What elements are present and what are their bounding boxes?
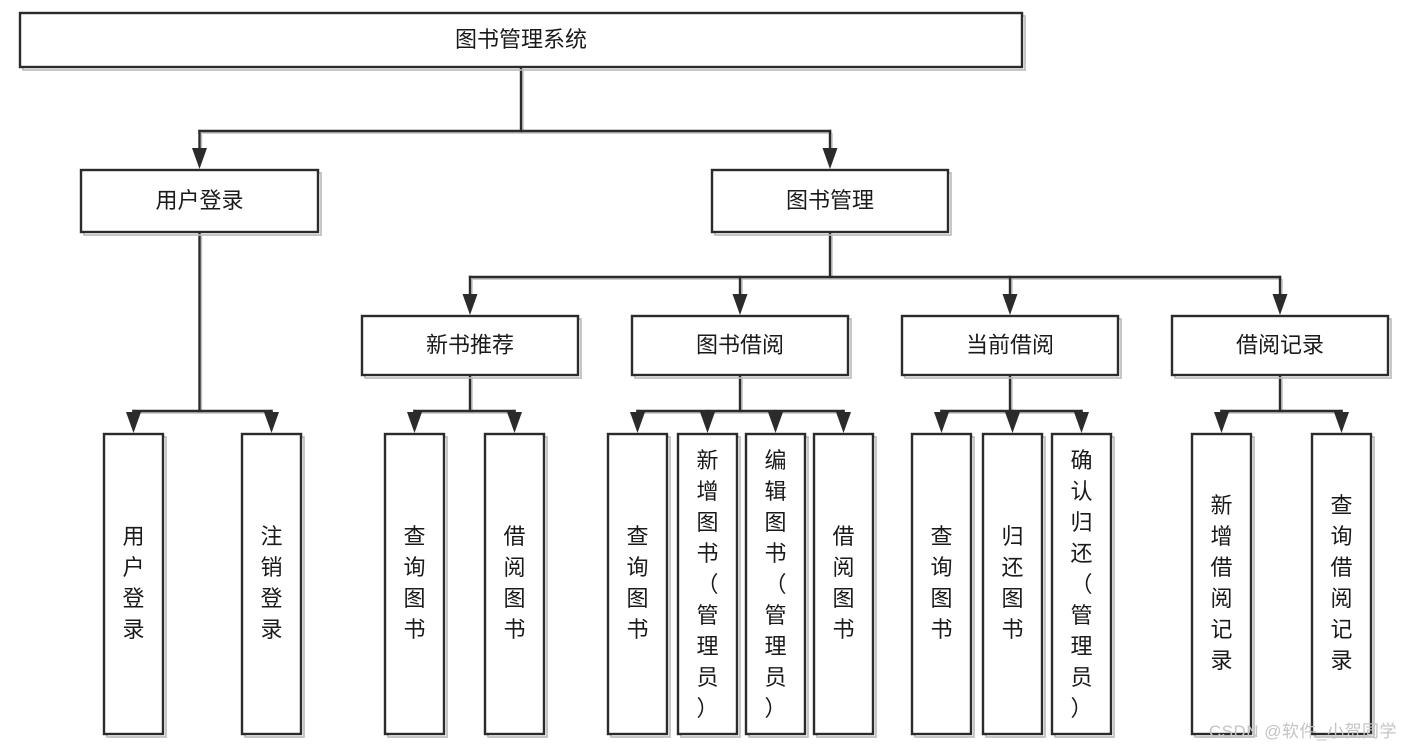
node-level3-1[interactable]: 图书借阅 [630, 314, 852, 379]
node-layer: 图书管理系统用户登录图书管理新书推荐图书借阅当前借阅借阅记录用户登录注销登录查询… [18, 11, 1392, 738]
node-leaf-6-label: 编辑图书（管理员） [764, 448, 786, 721]
edge-layer [126, 65, 1349, 433]
node-leaf-3-box[interactable] [483, 432, 546, 736]
node-level3-1-label: 图书借阅 [696, 332, 784, 357]
node-leaf-5[interactable]: 新增图书（管理员） [676, 432, 741, 738]
node-leaf-10-box[interactable] [1050, 432, 1113, 736]
arrow-l3-1-to-0 [630, 412, 645, 433]
node-leaf-12-box[interactable] [1310, 432, 1373, 736]
node-leaf-12-label: 查询借阅记录 [1330, 493, 1352, 673]
node-root-label: 图书管理系统 [455, 27, 587, 52]
node-level2-1-label: 图书管理 [786, 188, 874, 213]
arrow-l3-3-to-1 [1334, 412, 1349, 433]
node-leaf-9[interactable]: 归还图书 [981, 432, 1046, 738]
node-leaf-1-label: 注销登录 [260, 524, 282, 642]
node-leaf-5-label: 新增图书（管理员） [696, 448, 718, 721]
node-leaf-7[interactable]: 借阅图书 [812, 432, 877, 738]
node-level3-3[interactable]: 借阅记录 [1170, 314, 1392, 379]
node-leaf-1[interactable]: 注销登录 [240, 432, 305, 738]
node-leaf-1-box[interactable] [240, 432, 303, 736]
node-leaf-2-label: 查询图书 [403, 524, 425, 642]
node-leaf-11-box[interactable] [1190, 432, 1253, 736]
arrow-mgr-to-3 [1272, 294, 1288, 315]
node-leaf-11[interactable]: 新增借阅记录 [1190, 432, 1255, 738]
node-leaf-12[interactable]: 查询借阅记录 [1310, 432, 1375, 738]
arrow-mgr-to-1 [732, 294, 748, 315]
node-level3-0-label: 新书推荐 [426, 332, 514, 357]
node-leaf-5-box[interactable] [676, 432, 739, 736]
node-leaf-0-box[interactable] [102, 432, 165, 736]
node-leaf-8-label: 查询图书 [930, 524, 952, 642]
node-leaf-11-label: 新增借阅记录 [1210, 493, 1232, 673]
node-leaf-6-box[interactable] [744, 432, 807, 736]
node-leaf-8-box[interactable] [910, 432, 973, 736]
node-leaf-10-label: 确认归还（管理员） [1070, 448, 1092, 721]
node-leaf-0[interactable]: 用户登录 [102, 432, 167, 738]
arrow-l3-0-to-1 [507, 412, 522, 433]
node-level3-2-box[interactable] [900, 314, 1120, 377]
arrow-l3-1-to-1 [700, 412, 715, 433]
arrow-l3-1-to-2 [768, 412, 783, 433]
node-level3-2[interactable]: 当前借阅 [900, 314, 1122, 379]
node-leaf-7-label: 借阅图书 [832, 524, 854, 642]
node-leaf-2-box[interactable] [383, 432, 446, 736]
node-level3-0[interactable]: 新书推荐 [360, 314, 582, 379]
node-leaf-4-label: 查询图书 [626, 524, 648, 642]
node-leaf-10[interactable]: 确认归还（管理员） [1050, 432, 1115, 738]
node-leaf-4-box[interactable] [606, 432, 669, 736]
node-level2-0-box[interactable] [79, 168, 320, 234]
node-root-box[interactable] [18, 11, 1024, 69]
node-level3-1-box[interactable] [630, 314, 850, 377]
node-leaf-9-box[interactable] [981, 432, 1044, 736]
node-leaf-2[interactable]: 查询图书 [383, 432, 448, 738]
arrow-l3-2-to-2 [1074, 412, 1089, 433]
arrow-mgr-to-0 [462, 294, 478, 315]
node-leaf-8[interactable]: 查询图书 [910, 432, 975, 738]
arrow-login-to-1 [264, 412, 279, 433]
arrow-login-to-0 [126, 412, 141, 433]
node-leaf-3-label: 借阅图书 [503, 524, 525, 642]
arrow-mgr-to-2 [1002, 294, 1018, 315]
arrow-l3-1-to-3 [836, 412, 851, 433]
arrow-root-to-1 [822, 148, 838, 169]
node-leaf-0-label: 用户登录 [122, 524, 144, 642]
node-leaf-3[interactable]: 借阅图书 [483, 432, 548, 738]
node-leaf-4[interactable]: 查询图书 [606, 432, 671, 738]
node-level2-0[interactable]: 用户登录 [79, 168, 322, 236]
node-level3-2-label: 当前借阅 [966, 332, 1054, 357]
arrow-l3-3-to-0 [1214, 412, 1229, 433]
node-leaf-9-label: 归还图书 [1001, 524, 1023, 642]
node-leaf-7-box[interactable] [812, 432, 875, 736]
node-level2-1-box[interactable] [710, 168, 950, 234]
node-leaf-6[interactable]: 编辑图书（管理员） [744, 432, 809, 738]
node-level3-0-box[interactable] [360, 314, 580, 377]
node-root[interactable]: 图书管理系统 [18, 11, 1026, 71]
arrow-root-to-0 [192, 148, 207, 169]
arrow-l3-2-to-0 [934, 412, 949, 433]
watermark-label: CSDN @软件_小贺同学 [1208, 722, 1397, 741]
arrow-l3-0-to-0 [407, 412, 422, 433]
arrow-l3-2-to-1 [1005, 412, 1020, 433]
node-level2-0-label: 用户登录 [155, 188, 243, 213]
node-level2-1[interactable]: 图书管理 [710, 168, 952, 236]
node-level3-3-box[interactable] [1170, 314, 1390, 377]
node-level3-3-label: 借阅记录 [1236, 332, 1324, 357]
